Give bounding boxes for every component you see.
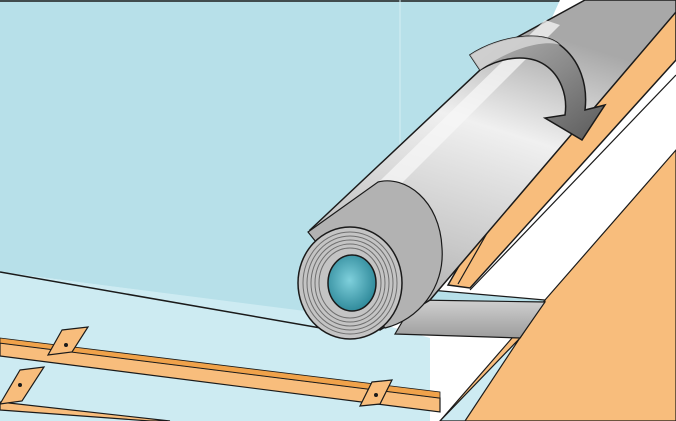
nail-head: [64, 343, 68, 347]
rafter-timber-edge: [469, 74, 676, 291]
roll-core: [327, 254, 377, 312]
roll-layer-ring: [314, 243, 386, 323]
roll-layer-ring: [302, 231, 398, 335]
unrolled-sheet: [393, 299, 547, 339]
roll-highlight: [345, 20, 560, 225]
rafter-timber-lower: [439, 149, 676, 421]
rotation-arrow-shade: [470, 36, 560, 70]
nail-head: [18, 383, 22, 387]
counter-batten-left-top: [46, 326, 90, 356]
nail-head: [374, 393, 378, 397]
roll-layer-ring: [306, 235, 394, 331]
membrane-lap-line: [0, 271, 356, 335]
counter-batten-left-bottom: [0, 366, 46, 405]
membrane-roll: [297, 0, 676, 340]
batten-upper-top: [0, 337, 441, 399]
batten-lower: [0, 401, 171, 421]
roll-layer-ring: [310, 239, 390, 327]
roll-layer-ring: [318, 247, 382, 319]
